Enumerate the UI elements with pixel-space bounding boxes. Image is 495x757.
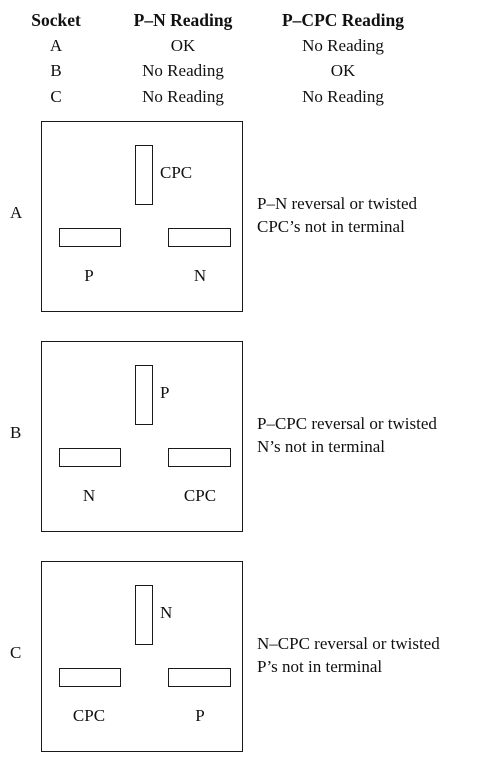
left-pin-slot [59,228,121,247]
fault-description-line-1: P–CPC reversal or twisted [257,414,437,433]
top-pin-slot [135,585,153,645]
left-pin-slot [59,448,121,467]
fault-description-line-1: N–CPC reversal or twisted [257,634,440,653]
left-pin-label: CPC [72,706,106,725]
socket-faceplate: N CPC P [41,561,243,752]
left-pin-label: N [82,486,96,505]
top-pin-slot [135,365,153,425]
fault-description: N–CPC reversal or twisted P’s not in ter… [257,632,440,678]
top-pin-label: P [160,383,170,402]
fault-description-line-2: P’s not in terminal [257,657,383,676]
fault-description: P–CPC reversal or twisted N’s not in ter… [257,412,437,458]
right-pin-label: N [193,266,207,285]
header-socket: Socket [31,10,81,30]
fault-description-line-2: N’s not in terminal [257,437,385,456]
readings-table: Socket P–N Reading P–CPC Reading A OK No… [0,0,495,110]
socket-letter: C [10,643,22,662]
table-cell-a-p-n: OK [170,36,196,55]
top-pin-label: N [160,603,173,622]
socket-diagram-b: B P N CPC P–CPC reversal or twisted N’s … [0,337,495,537]
fault-description-line-2: CPC’s not in terminal [257,217,405,236]
table-cell-socket-c: C [50,87,62,106]
socket-diagram-c: C N CPC P N–CPC reversal or twisted P’s … [0,557,495,757]
table-cell-c-p-cpc: No Reading [302,87,384,106]
header-p-n-reading: P–N Reading [133,10,233,30]
fault-description: P–N reversal or twisted CPC’s not in ter… [257,192,417,238]
left-pin-slot [59,668,121,687]
left-pin-label: P [84,266,94,285]
table-cell-b-p-cpc: OK [330,61,356,80]
fault-description-line-1: P–N reversal or twisted [257,194,418,213]
right-pin-label: P [195,706,205,725]
table-cell-socket-a: A [49,36,63,55]
table-cell-b-p-n: No Reading [142,61,224,80]
socket-faceplate: CPC P N [41,121,243,312]
socket-letter: B [10,423,22,442]
table-cell-socket-b: B [50,61,62,80]
right-pin-label: CPC [183,486,217,505]
header-p-cpc-reading: P–CPC Reading [281,10,405,30]
right-pin-slot [168,668,231,687]
table-cell-c-p-n: No Reading [142,87,224,106]
right-pin-slot [168,448,231,467]
table-cell-a-p-cpc: No Reading [302,36,384,55]
socket-letter: A [10,203,23,222]
right-pin-slot [168,228,231,247]
socket-faceplate: P N CPC [41,341,243,532]
socket-diagram-a: A CPC P N P–N reversal or twisted CPC’s … [0,117,495,317]
top-pin-slot [135,145,153,205]
top-pin-label: CPC [160,163,193,182]
